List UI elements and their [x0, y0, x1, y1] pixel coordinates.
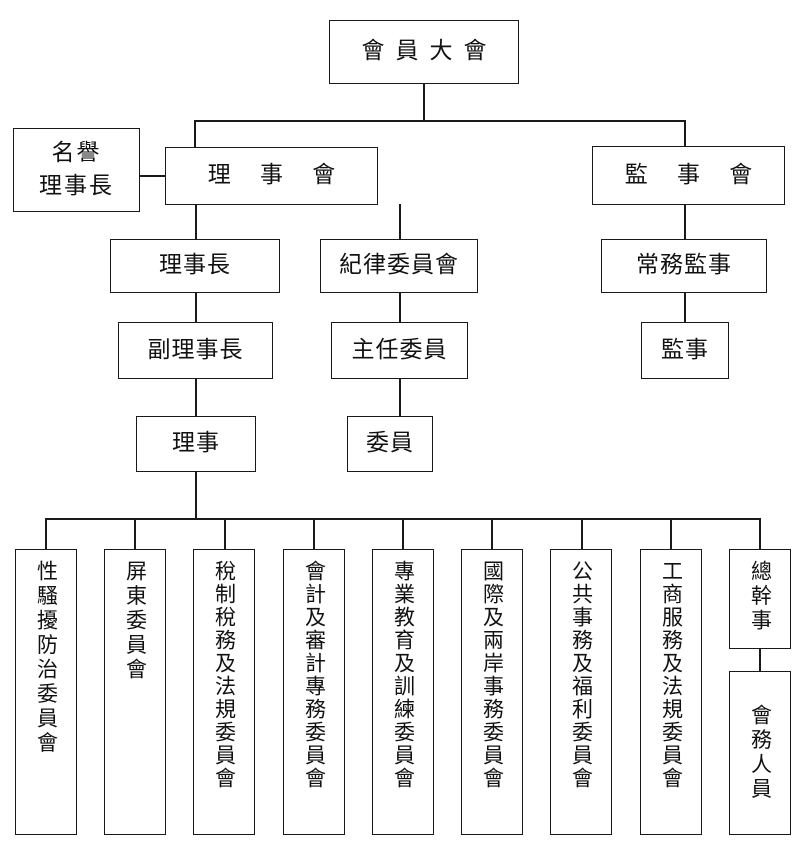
connector-honorary-to-board [139, 175, 166, 177]
connector-supervisors-to-standing [684, 204, 686, 239]
committee-label-8: 工商服務及法規委員會 [659, 560, 684, 790]
node-chief-member[interactable]: 主任委員 [331, 322, 468, 379]
node-staff[interactable]: 會務人員 [729, 671, 791, 835]
connector-bus-to-committee-4 [313, 518, 315, 549]
node-vice-chairman-label: 副理事長 [147, 336, 244, 363]
connector-bus-to-committee-5 [402, 518, 404, 549]
committee-label-1: 性騷擾防治委員會 [34, 560, 59, 756]
committee-box-2[interactable]: 屏東委員會 [104, 549, 166, 835]
connector-bus-to-committee-8 [670, 518, 672, 549]
committee-box-3[interactable]: 稅制稅務及法規委員會 [193, 549, 255, 835]
node-supervisors-board[interactable]: 監 事 會 [592, 146, 785, 205]
node-board[interactable]: 理 事 會 [165, 147, 378, 205]
connector-discipline-to-chief [399, 292, 401, 322]
node-member[interactable]: 委員 [347, 416, 433, 472]
connector-bus-to-secretary-general [759, 518, 761, 549]
committee-label-5: 專業教育及訓練委員會 [391, 560, 416, 790]
node-director[interactable]: 理事 [136, 416, 256, 472]
node-standing-supervisor[interactable]: 常務監事 [601, 239, 767, 293]
node-discipline-committee[interactable]: 紀律委員會 [320, 239, 478, 293]
connector-chairman-to-vice [195, 292, 197, 322]
node-honorary-chairman[interactable]: 名譽 理事長 [13, 128, 140, 212]
committee-box-7[interactable]: 公共事務及福利委員會 [550, 549, 612, 835]
node-member-label: 委員 [366, 430, 414, 457]
node-assembly[interactable]: 會員大會 [329, 20, 519, 84]
node-secretary-general-label: 總幹事 [748, 560, 773, 634]
node-supervisor[interactable]: 監事 [641, 322, 729, 379]
committee-label-3: 稅制稅務及法規委員會 [212, 560, 237, 790]
connector-bus-to-committee-2 [134, 518, 136, 549]
committee-box-1[interactable]: 性騷擾防治委員會 [15, 549, 77, 835]
node-staff-label: 會務人員 [748, 704, 773, 802]
connector-bus-to-committee-1 [45, 518, 47, 549]
committee-box-5[interactable]: 專業教育及訓練委員會 [372, 549, 434, 835]
node-board-label: 理 事 會 [207, 162, 347, 189]
node-assembly-label: 會員大會 [361, 38, 498, 65]
node-chairman-label: 理事長 [159, 252, 231, 279]
committee-box-8[interactable]: 工商服務及法規委員會 [640, 549, 702, 835]
connector-bus-to-committee-7 [581, 518, 583, 549]
committee-label-4: 會計及審計專務委員會 [302, 560, 327, 790]
node-supervisors-board-label: 監 事 會 [624, 161, 764, 188]
committee-box-6[interactable]: 國際及兩岸事務委員會 [461, 549, 523, 835]
connector-chief-to-member [399, 379, 401, 416]
connector-board-to-chairman [195, 204, 197, 239]
node-chairman[interactable]: 理事長 [110, 239, 280, 293]
node-honorary-chairman-label: 名譽 理事長 [39, 139, 114, 199]
connector-vice-to-director [195, 379, 197, 416]
connector-standing-to-supervisor [684, 292, 686, 322]
committee-box-4[interactable]: 會計及審計專務委員會 [283, 549, 345, 835]
committee-label-6: 國際及兩岸事務委員會 [480, 560, 505, 790]
connector-board-to-discipline [399, 204, 401, 239]
node-chief-member-label: 主任委員 [351, 336, 448, 363]
connector-bus-to-committee-6 [491, 518, 493, 549]
connector-bus-to-supervisors [684, 120, 686, 146]
committee-label-7: 公共事務及福利委員會 [569, 560, 594, 790]
connector-bus-to-board [194, 120, 196, 148]
connector-secretary-to-staff [759, 649, 761, 671]
node-director-label: 理事 [172, 430, 220, 457]
node-vice-chairman[interactable]: 副理事長 [118, 322, 273, 379]
connector-assembly-bus [194, 120, 685, 122]
connector-assembly-down [423, 84, 425, 121]
connector-director-to-bus [195, 472, 197, 519]
node-secretary-general[interactable]: 總幹事 [729, 549, 791, 649]
committee-label-2: 屏東委員會 [123, 560, 148, 683]
node-supervisor-label: 監事 [661, 336, 709, 363]
node-discipline-committee-label: 紀律委員會 [339, 252, 459, 279]
node-standing-supervisor-label: 常務監事 [636, 252, 732, 279]
connector-bus-to-committee-3 [224, 518, 226, 549]
